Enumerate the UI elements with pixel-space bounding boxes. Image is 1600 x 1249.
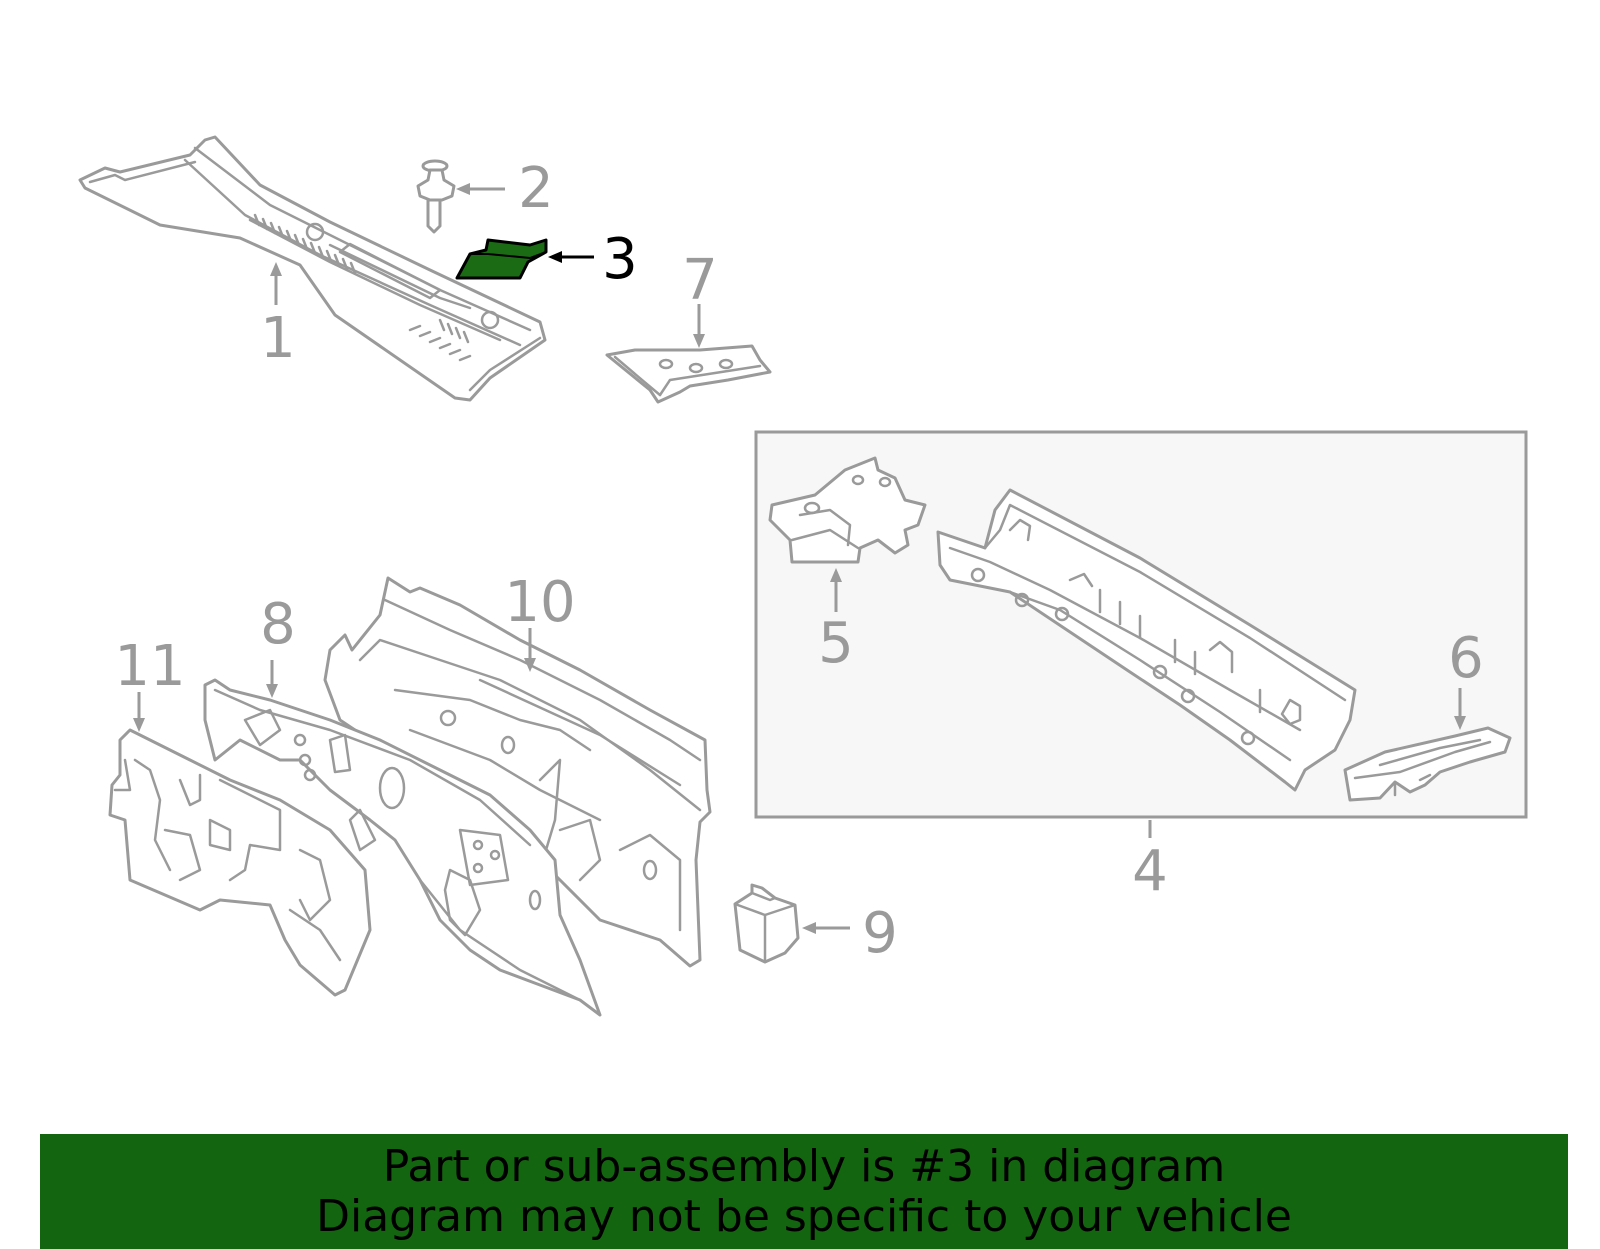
callout-10-arrowhead <box>524 658 536 672</box>
part-9-block[interactable] <box>733 883 800 964</box>
part-7-bracket[interactable] <box>605 344 772 404</box>
part-10-dash-panel[interactable] <box>323 576 712 968</box>
callout-8-arrowhead <box>266 684 278 698</box>
callout-9[interactable]: 9 <box>862 901 898 966</box>
banner-line-2: Diagram may not be specific to your vehi… <box>316 1190 1292 1242</box>
callout-6-arrowhead <box>1454 716 1466 730</box>
part-11-insulator-pad[interactable] <box>108 728 372 997</box>
callout-1-arrowhead <box>270 262 282 276</box>
callout-1[interactable]: 1 <box>260 306 296 371</box>
callout-2[interactable]: 2 <box>518 156 554 221</box>
callout-8[interactable]: 8 <box>260 592 296 657</box>
callout-6[interactable]: 6 <box>1448 626 1484 691</box>
part-4-cowl-inner[interactable] <box>936 488 1357 792</box>
callout-11-arrowhead <box>133 718 145 732</box>
part-6-bracket[interactable] <box>1343 726 1512 802</box>
banner-line-1: Part or sub-assembly is #3 in diagram <box>382 1140 1226 1192</box>
callout-4[interactable]: 4 <box>1132 839 1168 904</box>
callout-5-arrowhead <box>830 568 842 582</box>
callout-3[interactable]: 3 <box>602 227 638 292</box>
callout-7[interactable]: 7 <box>682 248 718 313</box>
part-5-bracket[interactable] <box>768 456 927 564</box>
info-banner: Part or sub-assembly is #3 in diagram Di… <box>40 1134 1568 1249</box>
part-3-bracket-highlighted[interactable] <box>455 238 548 280</box>
callout-7-arrowhead <box>693 334 705 348</box>
part-1-cowl-panel[interactable] <box>78 135 547 402</box>
callout-3-arrowhead <box>548 251 562 263</box>
part-2-clip[interactable] <box>416 159 456 234</box>
callout-10[interactable]: 10 <box>504 570 575 635</box>
callout-5[interactable]: 5 <box>818 611 854 676</box>
callout-11[interactable]: 11 <box>114 634 185 699</box>
callout-2-arrowhead <box>456 183 470 195</box>
callout-9-arrowhead <box>802 922 816 934</box>
part-8-insulator[interactable] <box>203 678 602 1017</box>
